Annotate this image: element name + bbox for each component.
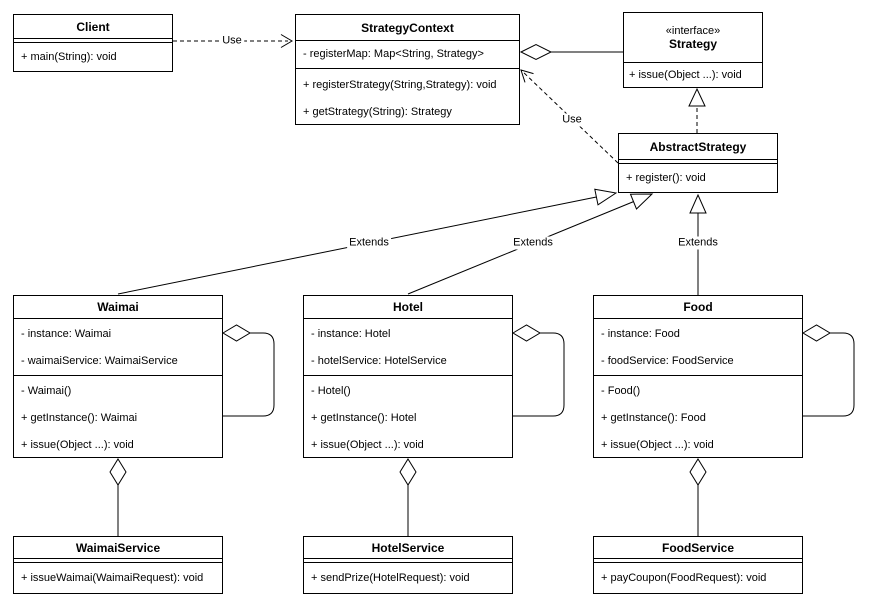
class-method: + getInstance(): Food <box>601 412 706 424</box>
hollow-triangle <box>689 193 707 214</box>
class-fields: - instance: Hotel - hotelService: HotelS… <box>304 319 512 376</box>
empty-compartment <box>619 160 777 164</box>
class-foodservice[interactable]: FoodService + payCoupon(FoodRequest): vo… <box>593 536 803 594</box>
edge-label-use-abstractstrategy: Use <box>560 113 584 127</box>
class-title: WaimaiService <box>14 537 222 559</box>
aggregation-diamond <box>399 458 417 486</box>
class-title: AbstractStrategy <box>619 134 777 160</box>
edge-hotel-aggregates-hotelservice[interactable] <box>399 458 417 536</box>
aggregation-diamond <box>802 324 831 342</box>
edge-food-aggregates-foodservice[interactable] <box>689 458 707 536</box>
aggregation-diamond <box>689 458 707 486</box>
empty-compartment <box>14 39 172 43</box>
class-method: + register(): void <box>626 172 706 184</box>
empty-compartment <box>304 559 512 563</box>
class-method: + registerStrategy(String,Strategy): voi… <box>303 79 497 91</box>
class-field: - hotelService: HotelService <box>311 355 447 367</box>
edge-abstractstrategy-realizes-strategy[interactable] <box>688 87 706 133</box>
class-method: - Waimai() <box>21 385 72 397</box>
edge-food-self-aggregation[interactable] <box>802 324 855 417</box>
class-hotel[interactable]: Hotel - instance: Hotel - hotelService: … <box>303 295 513 458</box>
edge-strategycontext-aggregates-strategy[interactable] <box>519 43 623 61</box>
class-methods: - Food() + getInstance(): Food + issue(O… <box>594 376 802 457</box>
class-title: Hotel <box>304 296 512 319</box>
class-fields: - registerMap: Map<String, Strategy> <box>296 41 519 69</box>
interface-name: Strategy <box>668 36 718 51</box>
open-arrowhead <box>520 69 534 83</box>
class-method: - Food() <box>601 385 641 397</box>
class-method: + getStrategy(String): Strategy <box>303 106 452 118</box>
edge-label-extends-waimai: Extends <box>347 236 391 250</box>
class-fields: - instance: Waimai - waimaiService: Waim… <box>14 319 222 376</box>
class-field: - instance: Hotel <box>311 328 391 340</box>
class-method: + getInstance(): Hotel <box>311 412 417 424</box>
class-hotelservice[interactable]: HotelService + sendPrize(HotelRequest): … <box>303 536 513 594</box>
edge-label-use-client: Use <box>220 34 244 48</box>
edge-waimai-self-aggregation[interactable] <box>222 324 275 417</box>
class-title: Client <box>14 15 172 39</box>
class-method: + issue(Object ...): void <box>21 439 134 451</box>
class-food[interactable]: Food - instance: Food - foodService: Foo… <box>593 295 803 458</box>
open-arrowhead <box>280 34 293 48</box>
interface-strategy[interactable]: «interface» Strategy + issue(Object ...)… <box>623 12 763 88</box>
class-strategycontext[interactable]: StrategyContext - registerMap: Map<Strin… <box>295 14 520 125</box>
class-title: FoodService <box>594 537 802 559</box>
edge-hotel-self-aggregation[interactable] <box>512 324 565 417</box>
edge-food-extends-abstractstrategy[interactable] <box>689 193 707 295</box>
class-method: + payCoupon(FoodRequest): void <box>601 572 767 584</box>
class-method: + sendPrize(HotelRequest): void <box>311 572 470 584</box>
empty-compartment <box>14 559 222 563</box>
edge-label-extends-hotel: Extends <box>511 236 555 250</box>
class-field: - instance: Waimai <box>21 328 112 340</box>
class-title: «interface» Strategy <box>624 13 762 63</box>
class-waimaiservice[interactable]: WaimaiService + issueWaimai(WaimaiReques… <box>13 536 223 594</box>
class-title: StrategyContext <box>296 15 519 41</box>
class-method: + issue(Object ...): void <box>601 439 714 451</box>
edge-abstractstrategy-uses-strategycontext[interactable] <box>520 69 619 164</box>
class-methods: - Hotel() + getInstance(): Hotel + issue… <box>304 376 512 457</box>
stereotype-label: «interface» <box>665 24 721 37</box>
class-field: - registerMap: Map<String, Strategy> <box>303 48 484 60</box>
empty-compartment <box>594 559 802 563</box>
class-field: - foodService: FoodService <box>601 355 734 367</box>
class-client[interactable]: Client + main(String): void <box>13 14 173 72</box>
class-method: + issue(Object ...): void <box>629 69 742 81</box>
class-waimai[interactable]: Waimai - instance: Waimai - waimaiServic… <box>13 295 223 458</box>
class-methods: - Waimai() + getInstance(): Waimai + iss… <box>14 376 222 457</box>
hollow-triangle <box>629 193 654 210</box>
edge-label-extends-food: Extends <box>676 236 720 250</box>
aggregation-diamond <box>109 458 127 486</box>
class-field: - waimaiService: WaimaiService <box>21 355 178 367</box>
class-title: HotelService <box>304 537 512 559</box>
class-field: - instance: Food <box>601 328 680 340</box>
class-method: + issue(Object ...): void <box>311 439 424 451</box>
class-method: + issueWaimai(WaimaiRequest): void <box>21 572 204 584</box>
class-abstractstrategy[interactable]: AbstractStrategy + register(): void <box>618 133 778 193</box>
hollow-triangle <box>688 87 706 107</box>
class-fields: - instance: Food - foodService: FoodServ… <box>594 319 802 376</box>
class-method: - Hotel() <box>311 385 351 397</box>
class-methods: + registerStrategy(String,Strategy): voi… <box>296 69 519 124</box>
aggregation-diamond <box>519 43 553 61</box>
hollow-triangle <box>594 188 618 206</box>
aggregation-diamond <box>512 324 541 342</box>
aggregation-diamond <box>222 324 251 342</box>
class-method: + main(String): void <box>21 51 117 63</box>
class-title: Food <box>594 296 802 319</box>
edge-waimai-aggregates-waimaiservice[interactable] <box>109 458 127 536</box>
class-title: Waimai <box>14 296 222 319</box>
class-method: + getInstance(): Waimai <box>21 412 138 424</box>
